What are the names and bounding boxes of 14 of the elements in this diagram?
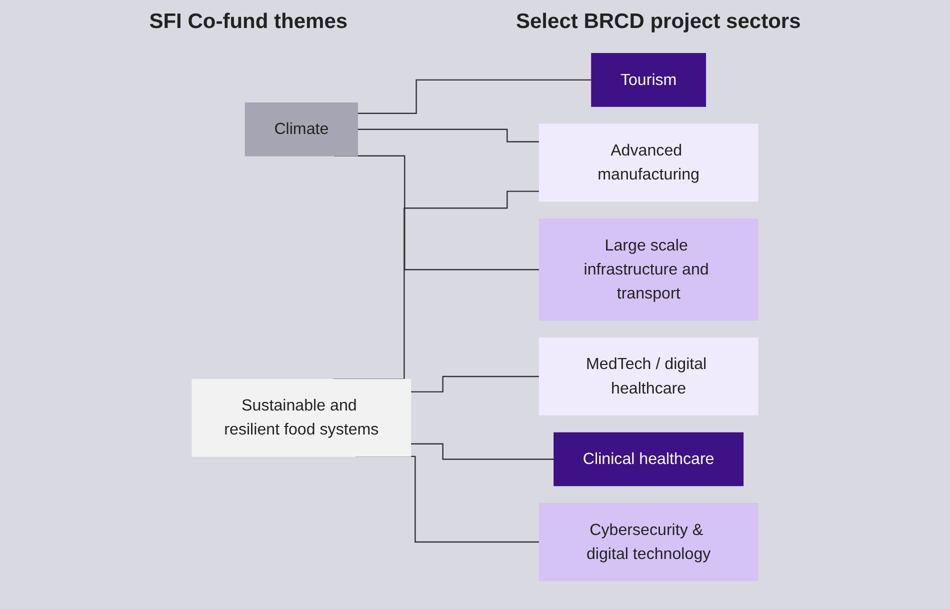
- node-box: Advanced manufacturing: [538, 123, 758, 202]
- node-box: Sustainable and resilient food systems: [192, 378, 412, 456]
- node-box: Clinical healthcare: [554, 432, 744, 486]
- connector: [410, 442, 554, 460]
- node-box: MedTech / digital healthcare: [538, 337, 758, 415]
- connector: [410, 375, 540, 392]
- connector: [358, 78, 592, 114]
- connector: [358, 128, 540, 142]
- node-box: Climate: [244, 102, 358, 156]
- column-heading: SFI Co-fund themes: [149, 10, 348, 34]
- node-box: Tourism: [591, 52, 706, 106]
- node-box: Large scale infrastructure and transport: [538, 218, 758, 320]
- column-heading: Select BRCD project sectors: [516, 10, 801, 34]
- node-box: Cybersecurity & digital technology: [538, 502, 758, 580]
